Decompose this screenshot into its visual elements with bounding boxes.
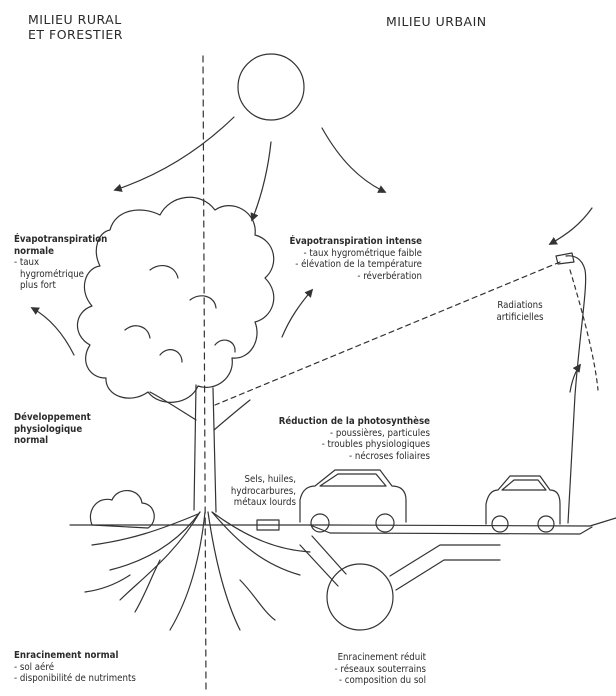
label-evapotranspiration-normale: Évapotranspiration normale - taux hygrom… <box>14 234 107 292</box>
dev-line-1: Développement <box>14 412 91 424</box>
arrow-sun-down <box>252 142 271 220</box>
car-right <box>486 476 560 532</box>
pollutants-line-1: Sels, huiles, <box>212 474 296 486</box>
label-reduction-photosynthese: Réduction de la photosynthèse - poussièr… <box>262 416 430 462</box>
arrow-evapo-left <box>32 308 74 355</box>
dev-line-2: physiologique <box>14 424 91 436</box>
evapo-normal-title-1: Évapotranspiration <box>14 234 107 246</box>
radiations-line-2: artificielles <box>478 312 562 324</box>
evapo-intense-line-1: - taux hygrométrique faible <box>262 248 422 260</box>
label-radiations: Radiations artificielles <box>478 300 562 323</box>
evapo-normal-line-1: - taux <box>14 257 107 269</box>
enrac-reduit-line-1: - réseaux souterrains <box>300 664 426 676</box>
enrac-reduit-title: Enracinement réduit <box>300 652 426 664</box>
evapo-intense-line-2: - élévation de la température <box>262 259 422 271</box>
divider-line <box>203 56 206 690</box>
label-enracinement-normal: Enracinement normal - sol aéré - disponi… <box>14 650 136 685</box>
label-pollutants: Sels, huiles, hydrocarbures, métaux lour… <box>212 474 296 509</box>
ground-line <box>70 518 616 526</box>
label-enracinement-reduit: Enracinement réduit - réseaux souterrain… <box>300 652 426 687</box>
enrac-normal-line-2: - disponibilité de nutriments <box>14 673 136 685</box>
evapo-intense-line-3: - réverbération <box>262 271 422 283</box>
evapo-normal-line-2: hygrométrique <box>14 269 107 281</box>
manhole <box>327 564 393 630</box>
photo-title: Réduction de la photosynthèse <box>262 416 430 428</box>
pollutants-line-2: hydrocarbures, <box>212 486 296 498</box>
evapo-normal-line-3: plus fort <box>14 280 107 292</box>
arrow-sun-right <box>322 128 385 192</box>
light-beam <box>215 262 560 405</box>
radiations-line-1: Radiations <box>478 300 562 312</box>
enrac-normal-title: Enracinement normal <box>14 650 136 662</box>
bush <box>90 491 154 528</box>
enrac-reduit-line-2: - composition du sol <box>300 675 426 687</box>
arrow-evapo-right <box>282 290 312 337</box>
label-evapotranspiration-intense: Évapotranspiration intense - taux hygrom… <box>262 236 422 282</box>
sun-icon <box>238 54 304 120</box>
evapo-normal-title-2: normale <box>14 246 107 258</box>
photo-line-2: - troubles physiologiques <box>262 439 430 451</box>
pollutants-line-3: métaux lourds <box>212 497 296 509</box>
car-left <box>300 470 406 532</box>
street-lamp <box>566 256 586 523</box>
tree-canopy <box>77 197 273 402</box>
dev-line-3: normal <box>14 435 91 447</box>
header-urban: MILIEU URBAIN <box>386 14 487 29</box>
enrac-normal-line-1: - sol aéré <box>14 662 136 674</box>
header-rural-line-1: MILIEU RURAL <box>28 12 123 27</box>
header-rural: MILIEU RURAL ET FORESTIER <box>28 12 123 42</box>
arrow-sun-left <box>115 117 234 190</box>
label-developpement: Développement physiologique normal <box>14 412 91 447</box>
photo-line-1: - poussières, particules <box>262 428 430 440</box>
photo-line-3: - nécroses foliaires <box>262 451 430 463</box>
evapo-intense-title: Évapotranspiration intense <box>262 236 422 248</box>
arrow-side-right <box>550 208 592 244</box>
header-rural-line-2: ET FORESTIER <box>28 27 123 42</box>
